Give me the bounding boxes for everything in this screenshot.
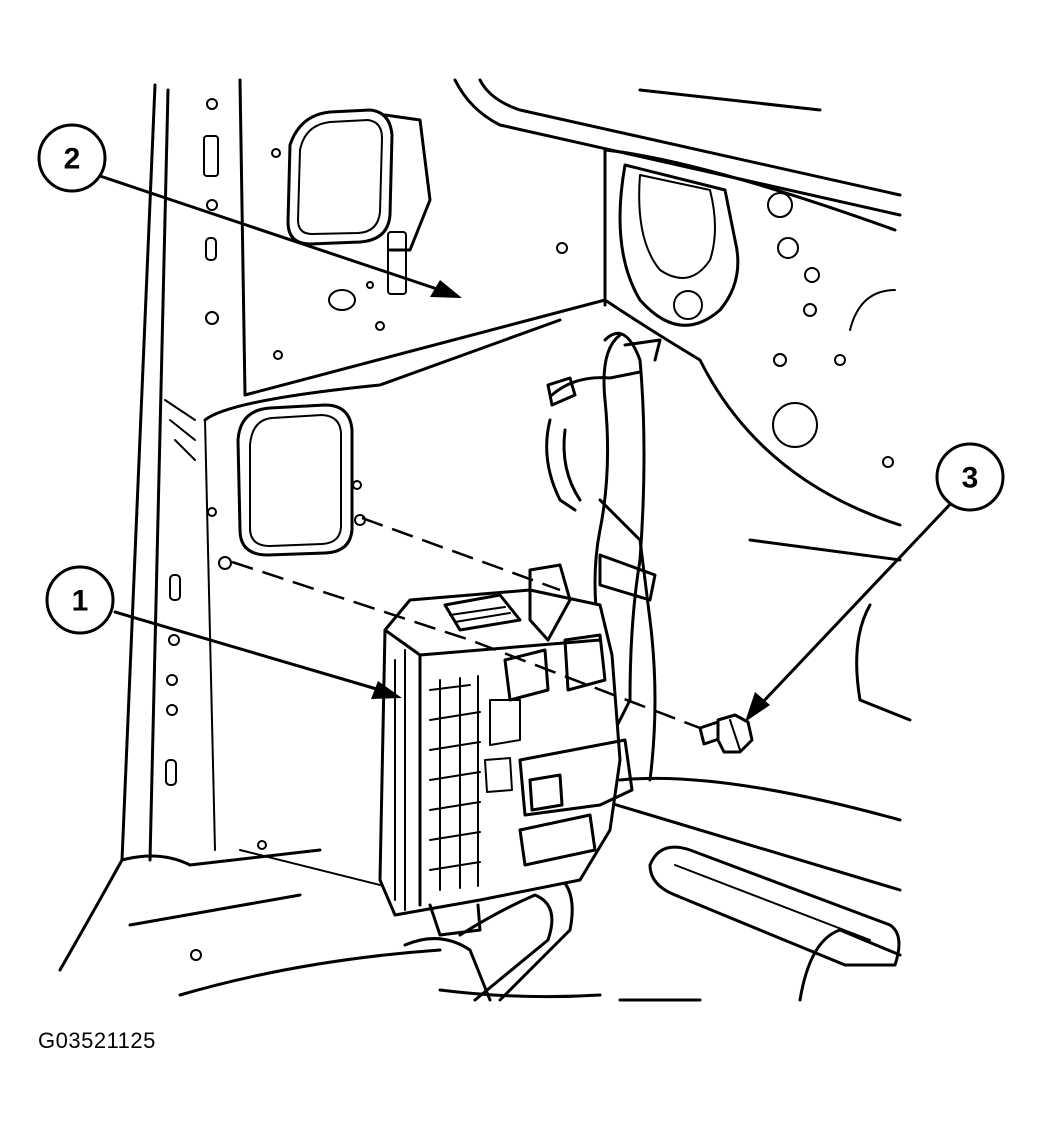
figure-id: G03521125: [38, 1028, 156, 1053]
callout-1-number: 1: [72, 585, 89, 618]
arrow-head-1: [371, 681, 402, 699]
right-structure: [603, 163, 912, 722]
callout-2-number: 2: [64, 143, 81, 176]
callout-2: 2: [37, 123, 107, 193]
callout-1: 1: [45, 565, 115, 635]
callout-3-number: 3: [962, 462, 979, 495]
floor-structure: [128, 776, 902, 1002]
callout-3: 3: [935, 442, 1005, 512]
lower-opening: [207, 403, 366, 570]
body-pillar: [58, 78, 322, 972]
upper-panel: [203, 78, 902, 422]
screw: [698, 713, 754, 754]
leader-arrows: [98, 174, 958, 722]
arrow-head-2: [430, 280, 462, 298]
junction-module: [378, 563, 634, 937]
alignment-lines: [231, 516, 701, 730]
arrow-head-3: [745, 692, 770, 722]
